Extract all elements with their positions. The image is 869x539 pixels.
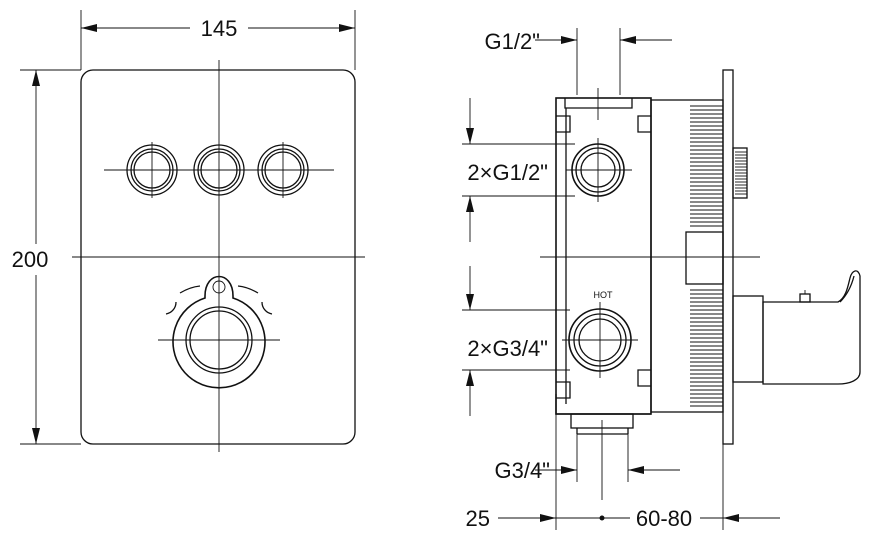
push-button-middle bbox=[193, 144, 245, 196]
bottom-outlet-dimension: G3/4" bbox=[494, 434, 680, 483]
threaded-housing bbox=[650, 99, 724, 413]
top-outlet-label: G1/2" bbox=[484, 29, 540, 54]
lower-inlet: HOT bbox=[562, 290, 638, 378]
thermostatic-knob bbox=[158, 275, 280, 389]
bottom-outlet-pipe bbox=[570, 413, 634, 500]
depth-label: 25 bbox=[466, 506, 490, 531]
upper-inlets-label: 2×G1/2" bbox=[467, 160, 548, 185]
push-button-left bbox=[126, 144, 178, 196]
side-view: G1/2" bbox=[462, 28, 861, 531]
height-dimension: 200 bbox=[12, 69, 81, 445]
top-outlet-dimension: G1/2" bbox=[484, 28, 672, 95]
hot-marking: HOT bbox=[594, 290, 614, 300]
upper-inlets-dimension: 2×G1/2" bbox=[462, 98, 575, 242]
push-button-right bbox=[257, 144, 309, 196]
height-label: 200 bbox=[12, 247, 49, 272]
width-label: 145 bbox=[201, 16, 238, 41]
body-brackets bbox=[555, 115, 651, 415]
upper-inlet bbox=[566, 138, 632, 202]
lower-inlets-label: 2×G3/4" bbox=[467, 336, 548, 361]
top-outlet-pipe bbox=[564, 98, 633, 109]
depth-dimensions: 25 60-80 bbox=[466, 414, 780, 531]
width-dimension: 145 bbox=[80, 10, 356, 70]
lower-inlets-dimension: 2×G3/4" bbox=[462, 266, 570, 416]
lever-handle bbox=[732, 270, 861, 385]
bottom-outlet-label: G3/4" bbox=[494, 458, 550, 483]
front-view: 145 200 bbox=[12, 10, 365, 452]
knurled-knob bbox=[732, 147, 748, 199]
wall-depth-label: 60-80 bbox=[636, 506, 692, 531]
